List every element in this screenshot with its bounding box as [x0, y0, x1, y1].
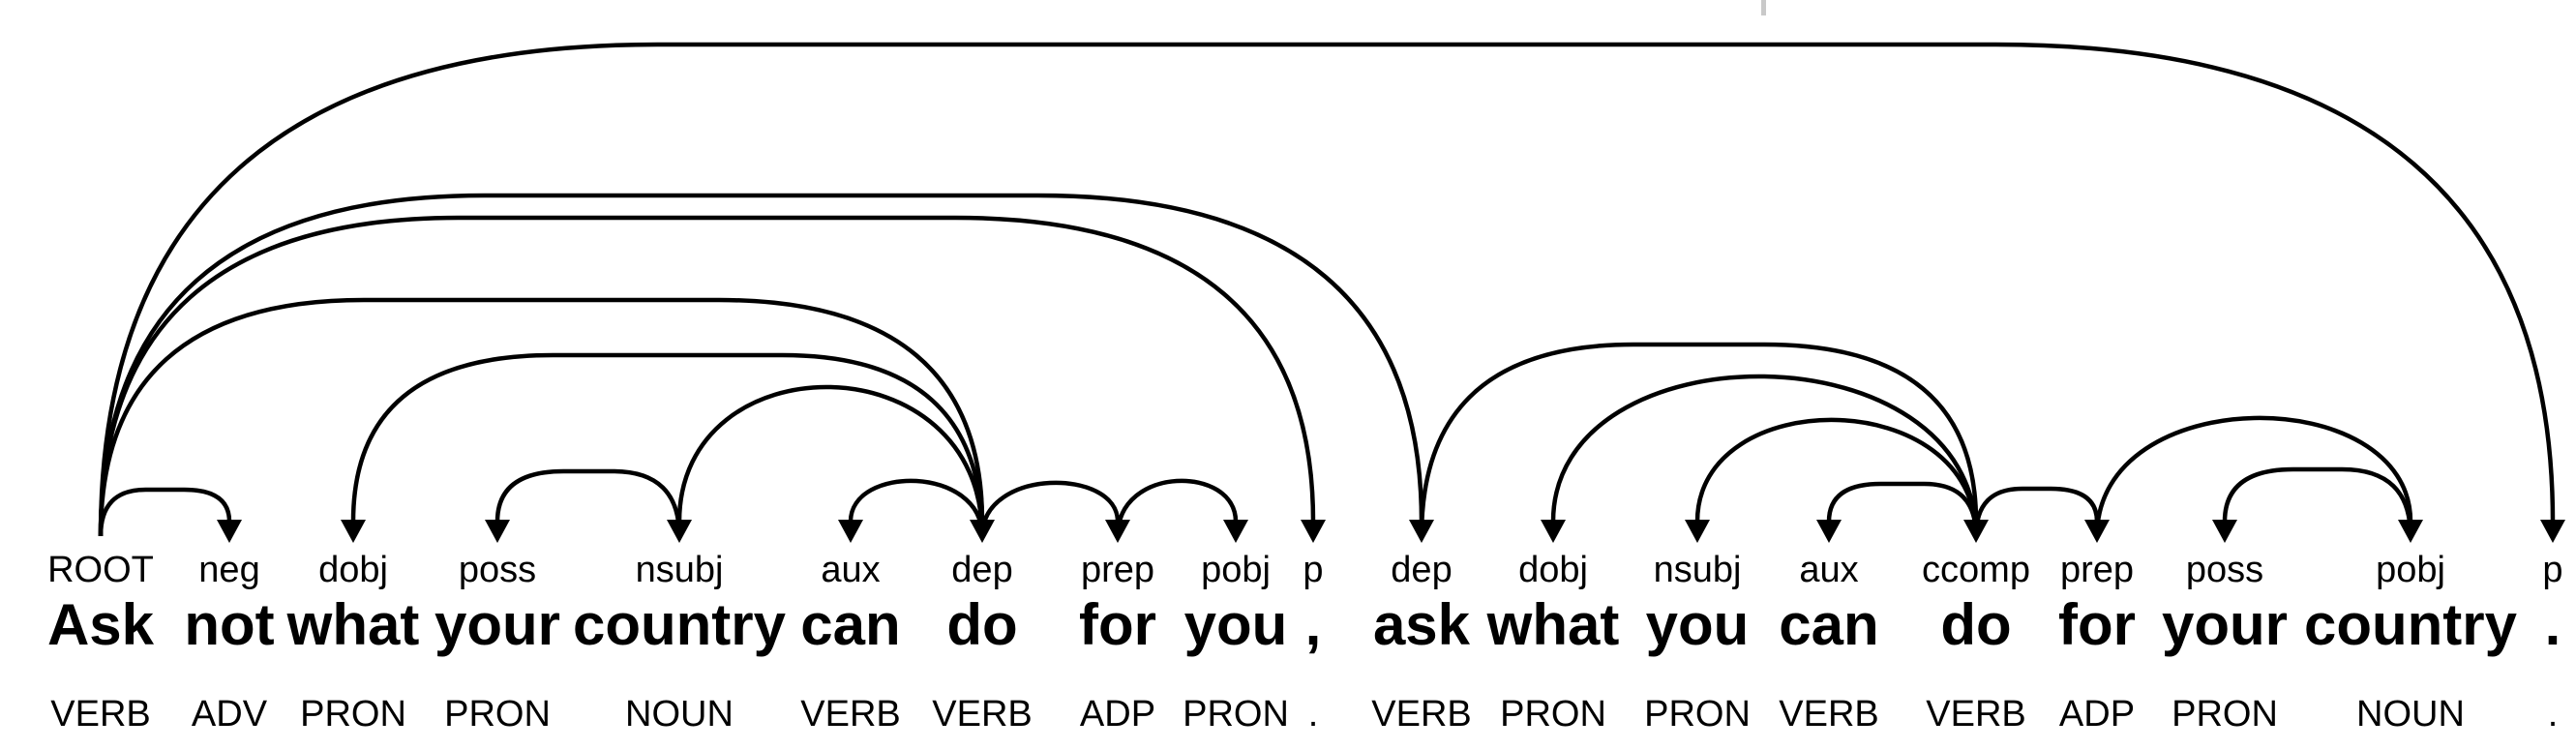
token-word: what [286, 592, 420, 657]
pos-tag: VERB [1371, 694, 1471, 735]
arrowhead-icon [1685, 520, 1710, 543]
token-word: you [1184, 592, 1288, 657]
token-word: for [1079, 592, 1156, 657]
pos-tag: ADP [2059, 694, 2135, 735]
arrowhead-icon [341, 520, 366, 543]
dep-label: dep [951, 550, 1012, 590]
pos-tag: PRON [1500, 694, 1606, 735]
pos-tag: VERB [932, 694, 1032, 735]
tokens-layer: ROOTAskVERBnegnotADVdobjwhatPRONpossyour… [47, 550, 2563, 735]
pos-tag: ADP [1080, 694, 1155, 735]
dependency-arc [1694, 417, 1979, 537]
token-word: Ask [47, 592, 155, 657]
token-word: do [946, 592, 1017, 657]
dependency-arc [98, 297, 985, 537]
pos-tag: VERB [50, 694, 150, 735]
pos-tag: VERB [1926, 694, 2025, 735]
token-word: do [1940, 592, 2011, 657]
pos-tag: ADV [192, 694, 268, 735]
token-word: can [1779, 592, 1878, 657]
pos-tag: PRON [300, 694, 406, 735]
dependency-arc [494, 468, 682, 537]
dependency-arc [98, 42, 2556, 537]
dep-label: dobj [318, 550, 388, 590]
dep-label: aux [1799, 550, 1858, 590]
dep-label: poss [2186, 550, 2263, 590]
dep-label: nsubj [1654, 550, 1742, 590]
token-word: , [1305, 592, 1322, 657]
token-word: what [1486, 592, 1620, 657]
arrowhead-icon [1223, 520, 1248, 543]
dep-label: ccomp [1922, 550, 2030, 590]
arrowhead-icon [1541, 520, 1566, 543]
token-word: for [2058, 592, 2136, 657]
dependency-arc [2222, 466, 2413, 537]
dep-label: ROOT [47, 550, 154, 590]
token-word: can [800, 592, 900, 657]
arrowhead-icon [1301, 520, 1326, 543]
token-word: country [2304, 592, 2518, 657]
dep-label: p [2542, 550, 2562, 590]
dependency-arc [1973, 486, 2100, 537]
arrowhead-icon [838, 520, 863, 543]
dep-label: dobj [1518, 550, 1588, 590]
dep-label: neg [198, 550, 259, 590]
pos-tag: NOUN [2356, 694, 2465, 735]
dep-label: aux [821, 550, 880, 590]
dep-label: nsubj [636, 550, 724, 590]
token-word: ask [1373, 592, 1471, 657]
arrowhead-icon [1816, 520, 1842, 543]
pos-tag: . [2548, 694, 2559, 735]
dep-label: p [1303, 550, 1323, 590]
pos-tag: NOUN [625, 694, 734, 735]
dependency-arc [1419, 342, 1979, 537]
arcs-layer [98, 0, 2565, 543]
token-word: your [2162, 592, 2288, 657]
token-word: your [434, 592, 560, 657]
pos-tag: PRON [1644, 694, 1751, 735]
dependency-arc [2094, 415, 2413, 537]
dep-label: dep [1391, 550, 1452, 590]
scrollbar-artifact [1761, 0, 1766, 15]
pos-tag: PRON [2172, 694, 2278, 735]
dependency-arc [979, 480, 1121, 537]
pos-tag: PRON [1183, 694, 1289, 735]
arrowhead-icon [667, 520, 692, 543]
arrowhead-icon [217, 520, 242, 543]
dependency-arc [1826, 481, 1979, 537]
arrowhead-icon [2212, 520, 2237, 543]
dependency-arc [98, 193, 1424, 537]
dependency-arc [1115, 478, 1239, 537]
token-word: not [184, 592, 274, 657]
dep-label: prep [1081, 550, 1154, 590]
token-word: . [2545, 592, 2561, 657]
dependency-arc [350, 352, 985, 537]
arrowhead-icon [485, 520, 510, 543]
pos-tag: . [1308, 694, 1319, 735]
pos-tag: VERB [800, 694, 900, 735]
dependency-arc [676, 384, 985, 537]
dependency-arc [98, 487, 232, 537]
dep-label: prep [2060, 550, 2134, 590]
dep-label: pobj [2376, 550, 2445, 590]
token-word: country [573, 592, 787, 657]
dep-label: pobj [1201, 550, 1271, 590]
pos-tag: VERB [1779, 694, 1878, 735]
dependency-arc [848, 478, 985, 537]
dependency-arc [98, 215, 1316, 537]
arrowhead-icon [2540, 520, 2565, 543]
pos-tag: PRON [444, 694, 551, 735]
dependency-arc [1550, 374, 1979, 537]
dep-label: poss [459, 550, 536, 590]
token-word: you [1646, 592, 1750, 657]
